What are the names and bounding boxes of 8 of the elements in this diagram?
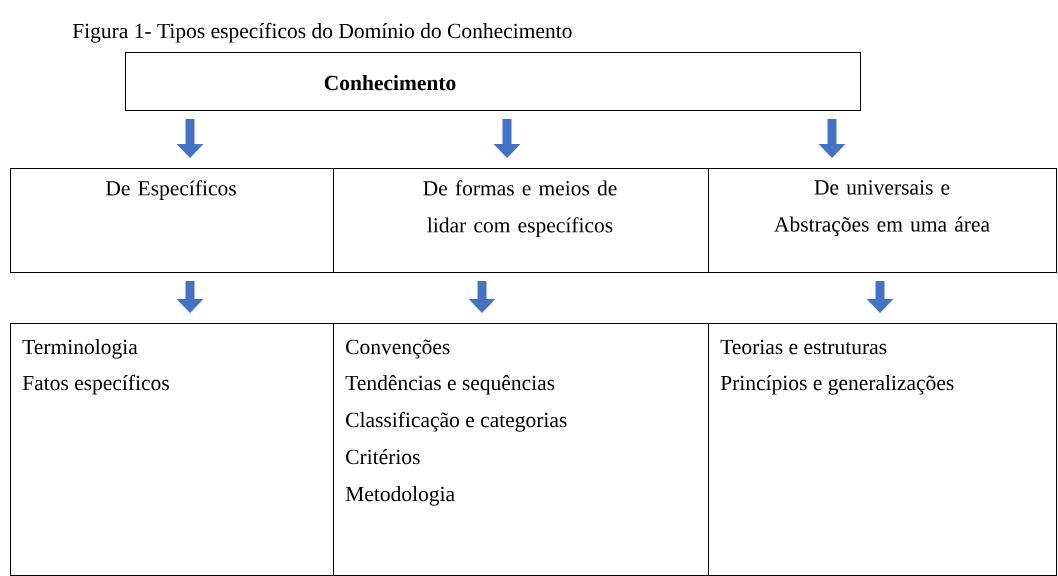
table-cell: Convenções Tendências e sequências Classificação e categorias Critérios Metodologia	[333, 323, 709, 576]
table-cell: De Específicos	[10, 168, 334, 273]
table-cell: Teorias e estruturas Princípios e generalizações	[708, 323, 1057, 576]
table-cell: De formas e meios de lidar com específicos	[333, 168, 709, 273]
heading-box: Conhecimento	[125, 52, 861, 111]
figure-title: Figura 1- Tipos específicos do Domínio do Conhecimento	[72, 22, 572, 43]
table-cell: Terminologia Fatos específicos	[10, 323, 334, 576]
table-cell: De universais e Abstrações em uma área	[708, 168, 1057, 273]
